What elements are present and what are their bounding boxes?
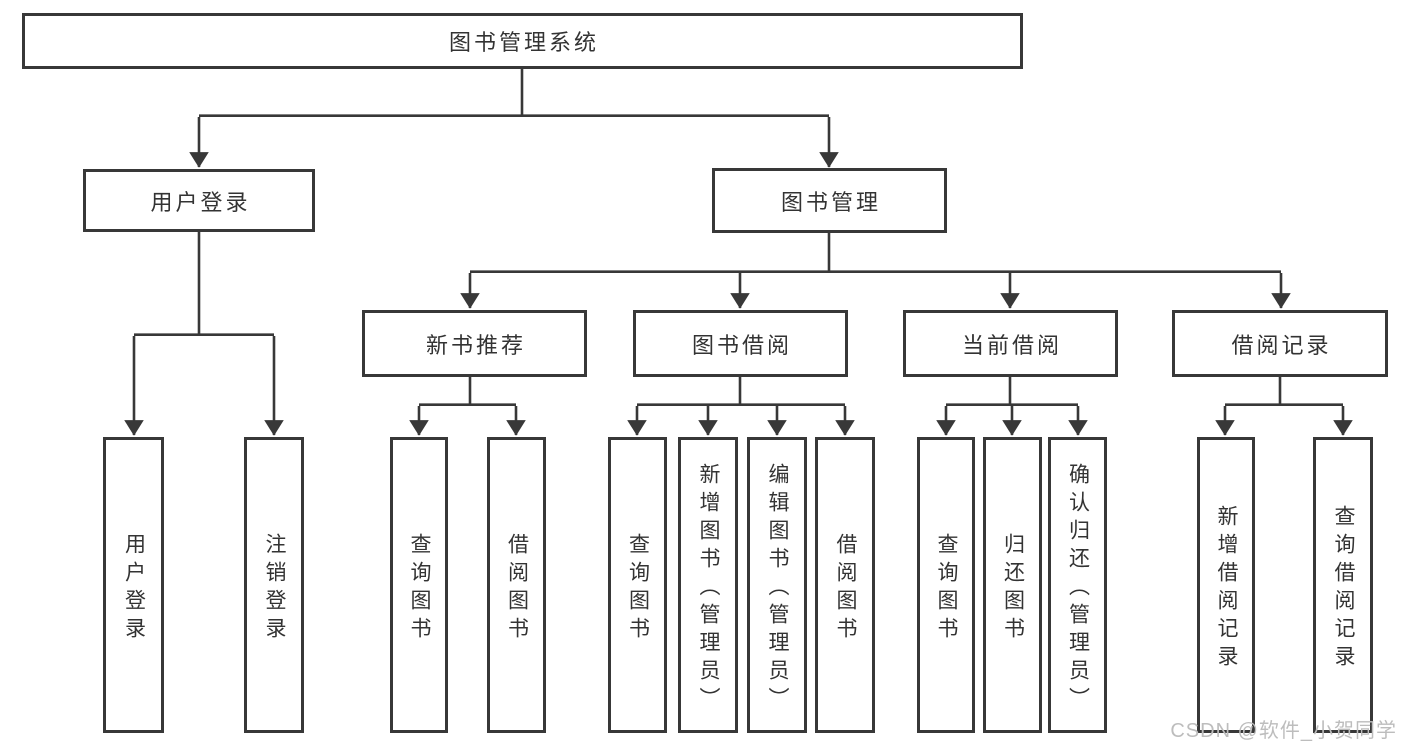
leaf-query-books-current: 查询图书 — [917, 437, 975, 733]
leaf-query-borrow-record: 查询借阅记录 — [1313, 437, 1373, 733]
leaf-label: 查询借阅记录 — [1332, 504, 1355, 673]
node-current-borrowing: 当前借阅 — [903, 310, 1118, 377]
leaf-label: 借阅图书 — [505, 532, 529, 645]
leaf-label: 确认归还（管理员） — [1066, 462, 1090, 715]
leaf-label: 新增图书（管理员） — [697, 462, 720, 715]
node-user-login: 用户登录 — [83, 169, 315, 232]
leaf-label: 用户登录 — [122, 532, 146, 645]
leaf-label: 编辑图书（管理员） — [766, 462, 789, 715]
leaf-label: 借阅图书 — [834, 532, 857, 645]
leaf-logout: 注销登录 — [244, 437, 304, 733]
leaf-add-borrow-record: 新增借阅记录 — [1197, 437, 1255, 733]
leaf-query-books-recommend: 查询图书 — [390, 437, 448, 733]
leaf-query-books-borrowing: 查询图书 — [608, 437, 667, 733]
leaf-confirm-return-admin: 确认归还（管理员） — [1048, 437, 1107, 733]
leaf-label: 查询图书 — [408, 532, 431, 645]
node-borrowing-records: 借阅记录 — [1172, 310, 1388, 377]
leaf-user-login: 用户登录 — [103, 437, 164, 733]
leaf-borrow-books-recommend: 借阅图书 — [487, 437, 546, 733]
leaf-label: 新增借阅记录 — [1215, 504, 1238, 673]
leaf-label: 查询图书 — [626, 532, 650, 645]
leaf-add-book-admin: 新增图书（管理员） — [678, 437, 738, 733]
leaf-return-book: 归还图书 — [983, 437, 1042, 733]
leaf-label: 注销登录 — [263, 532, 286, 645]
node-new-book-recommend: 新书推荐 — [362, 310, 587, 377]
leaf-label: 归还图书 — [1001, 532, 1025, 645]
node-book-management-system: 图书管理系统 — [22, 13, 1023, 69]
leaf-label: 查询图书 — [935, 532, 958, 645]
leaf-borrow-books: 借阅图书 — [815, 437, 875, 733]
node-book-management: 图书管理 — [712, 168, 947, 233]
csdn-watermark: CSDN @软件_小贺同学 — [1170, 720, 1397, 742]
leaf-edit-book-admin: 编辑图书（管理员） — [747, 437, 807, 733]
node-book-borrowing: 图书借阅 — [633, 310, 848, 377]
